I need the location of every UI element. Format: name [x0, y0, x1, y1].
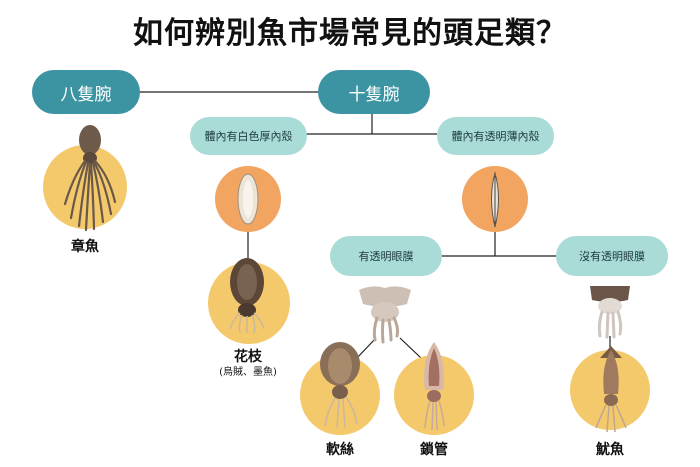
spear-squid-illustration [424, 342, 445, 431]
node-eight-arms-label: 八隻腕 [60, 84, 112, 105]
flying-squid-label: 魷魚 [596, 442, 624, 458]
cuttlefish-note: (烏賊、墨魚) [219, 367, 277, 378]
node-thin-shell: 體內有透明薄內殼 [437, 117, 554, 155]
node-ten-arms-label: 十隻腕 [348, 84, 400, 105]
flying-squid-illustration [595, 346, 627, 433]
node-with-membrane-label: 有透明眼膜 [358, 250, 414, 263]
node-ten-arms: 十隻腕 [318, 70, 430, 114]
node-thick-shell-label: 體內有白色厚內殼 [204, 130, 293, 143]
cuttlefish-label: 花枝 [234, 349, 262, 365]
gladius-illustration [491, 171, 499, 228]
node-without-membrane-label: 沒有透明眼膜 [579, 250, 645, 263]
node-without-membrane: 沒有透明眼膜 [556, 236, 668, 276]
bigfin-squid-illustration [320, 342, 360, 429]
bigfin-squid-label: 軟絲 [326, 442, 354, 458]
octopus-label: 章魚 [71, 239, 99, 255]
node-with-membrane: 有透明眼膜 [330, 236, 442, 276]
flying-squid-head-illustration [590, 286, 630, 339]
cuttlebone-illustration [237, 173, 259, 225]
node-eight-arms: 八隻腕 [32, 70, 140, 114]
node-thick-shell: 體內有白色厚內殼 [190, 117, 307, 155]
node-thin-shell-label: 體內有透明薄內殼 [451, 130, 540, 143]
page-title: 如何辨別魚市場常見的頭足類？ [133, 16, 567, 51]
cuttlefish-illustration [229, 258, 265, 334]
octopus-illustration [63, 125, 117, 232]
spear-squid-label: 鎖管 [420, 442, 448, 458]
bigfin-head-illustration [359, 286, 411, 344]
